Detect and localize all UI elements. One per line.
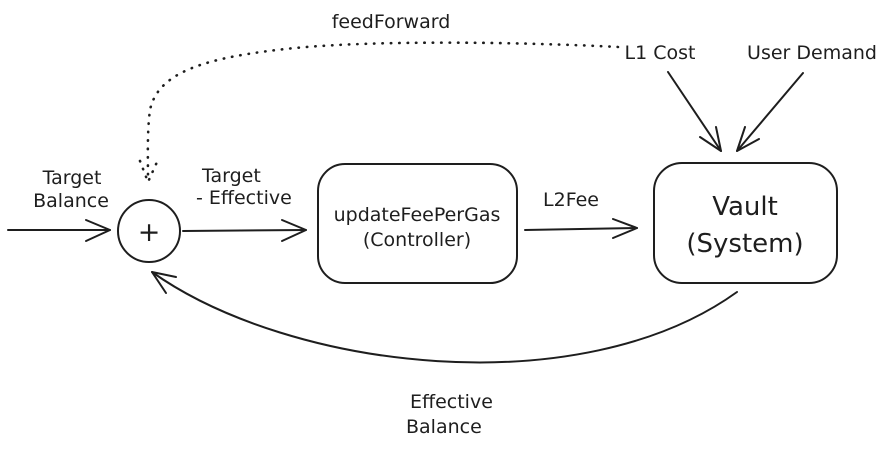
feedback-edge: Effective Balance [151, 271, 738, 438]
target-balance-label-line1: Target [42, 167, 102, 189]
error-line [182, 229, 307, 232]
feedforward-edge: feedForward [138, 11, 620, 184]
userdemand-label: User Demand [747, 42, 877, 64]
l2fee-arrowhead-icon [612, 218, 638, 239]
sum-junction-plus-sign: + [138, 217, 161, 248]
vault-node: Vault (System) [653, 162, 838, 284]
error-arrowhead-icon [281, 219, 307, 242]
error-label-line2: - Effective [196, 187, 292, 209]
controller-box [317, 163, 518, 284]
l1cost-label: L1 Cost [625, 42, 696, 64]
l1cost-arrowhead-icon [699, 126, 722, 152]
error-edge: Target - Effective [182, 165, 307, 242]
l1cost-line [667, 71, 722, 152]
error-label-line1: Target [201, 165, 261, 187]
l1cost-edge: L1 Cost [625, 42, 722, 152]
effective-balance-label-line2: Balance [406, 416, 482, 438]
l2fee-edge: L2Fee [524, 189, 638, 239]
feedback-arrowhead-icon [151, 271, 177, 294]
vault-label-line1: Vault [712, 192, 778, 222]
l2fee-line [524, 227, 638, 231]
controller-label-line1: updateFeePerGas [334, 204, 501, 226]
target-balance-label-line2: Balance [33, 190, 109, 212]
feedforward-label: feedForward [332, 11, 451, 33]
controller-node: updateFeePerGas (Controller) [317, 163, 518, 284]
vault-label-line2: (System) [686, 229, 803, 259]
vault-box [653, 162, 838, 284]
userdemand-edge: User Demand [736, 42, 877, 152]
target-balance-edge: Target Balance [7, 167, 111, 242]
feedforward-arrowhead-icon [138, 159, 159, 184]
l2fee-label: L2Fee [543, 189, 599, 211]
target-balance-arrowhead-icon [85, 219, 111, 242]
userdemand-line [736, 72, 804, 152]
controller-label-line2: (Controller) [363, 229, 471, 251]
sum-junction-node: + [117, 199, 181, 263]
effective-balance-label-line1: Effective [410, 391, 493, 413]
feedback-curve [151, 271, 738, 364]
userdemand-arrowhead-icon [736, 126, 760, 152]
sum-junction-circle [117, 199, 181, 263]
